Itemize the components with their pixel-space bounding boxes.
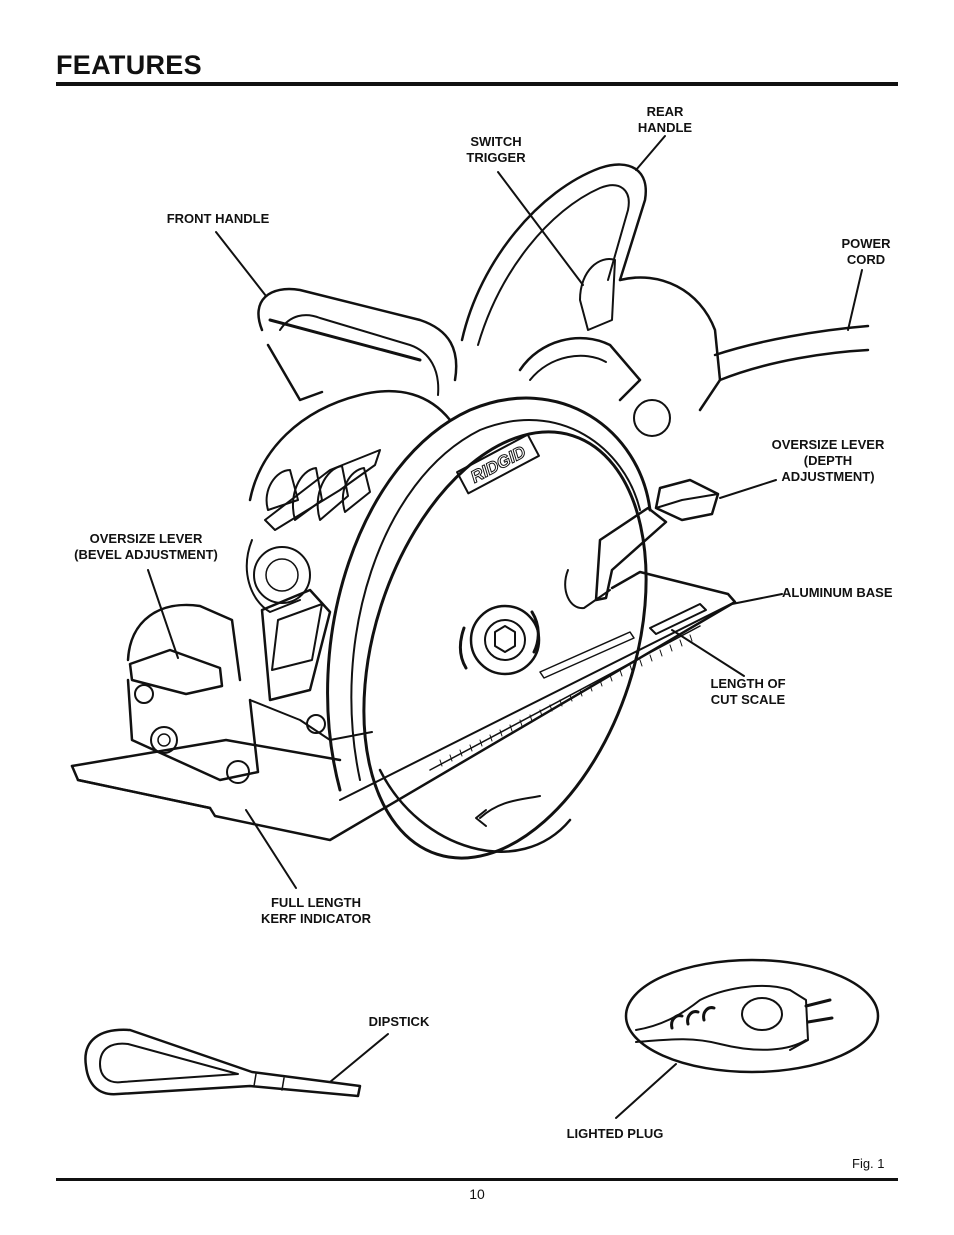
page-title: FEATURES	[56, 50, 202, 80]
label-power-cord: POWER CORD	[841, 236, 891, 267]
page-number: 10	[469, 1186, 485, 1202]
label-switch-trigger: SWITCH TRIGGER	[466, 134, 526, 165]
front-handle-drawing	[257, 287, 458, 402]
figure-caption: Fig. 1	[852, 1156, 885, 1171]
lighted-plug-drawing	[624, 958, 880, 1074]
cut-scale-ticks	[439, 634, 693, 767]
label-kerf-indicator: FULL LENGTH KERF INDICATOR	[260, 895, 372, 926]
saw-body-drawing	[245, 389, 452, 613]
aluminum-base-drawing	[70, 570, 737, 842]
depth-lever-drawing	[564, 478, 720, 610]
rear-handle-drawing	[460, 163, 722, 437]
label-front-handle: FRONT HANDLE	[166, 211, 270, 226]
power-cord-drawing	[713, 324, 870, 382]
bevel-lever-drawing	[126, 588, 373, 784]
label-bevel-lever: OVERSIZE LEVER (BEVEL ADJUSTMENT)	[74, 531, 218, 562]
blade-guard-drawing: RIDGID	[326, 396, 652, 860]
label-depth-lever: OVERSIZE LEVER (DEPTH ADJUSTMENT)	[771, 437, 885, 484]
label-dipstick: DIPSTICK	[368, 1014, 430, 1029]
footer-rule	[56, 1178, 898, 1181]
label-cut-scale: LENGTH OF CUT SCALE	[710, 676, 786, 707]
label-rear-handle: REAR HANDLE	[637, 104, 693, 135]
dipstick-drawing	[84, 1028, 362, 1098]
label-lighted-plug: LIGHTED PLUG	[566, 1126, 664, 1141]
label-aluminum-base: ALUMINUM BASE	[782, 585, 893, 600]
leader-lines	[147, 135, 863, 1119]
svg-text:RIDGID: RIDGID	[468, 442, 529, 487]
header-rule	[56, 82, 898, 86]
